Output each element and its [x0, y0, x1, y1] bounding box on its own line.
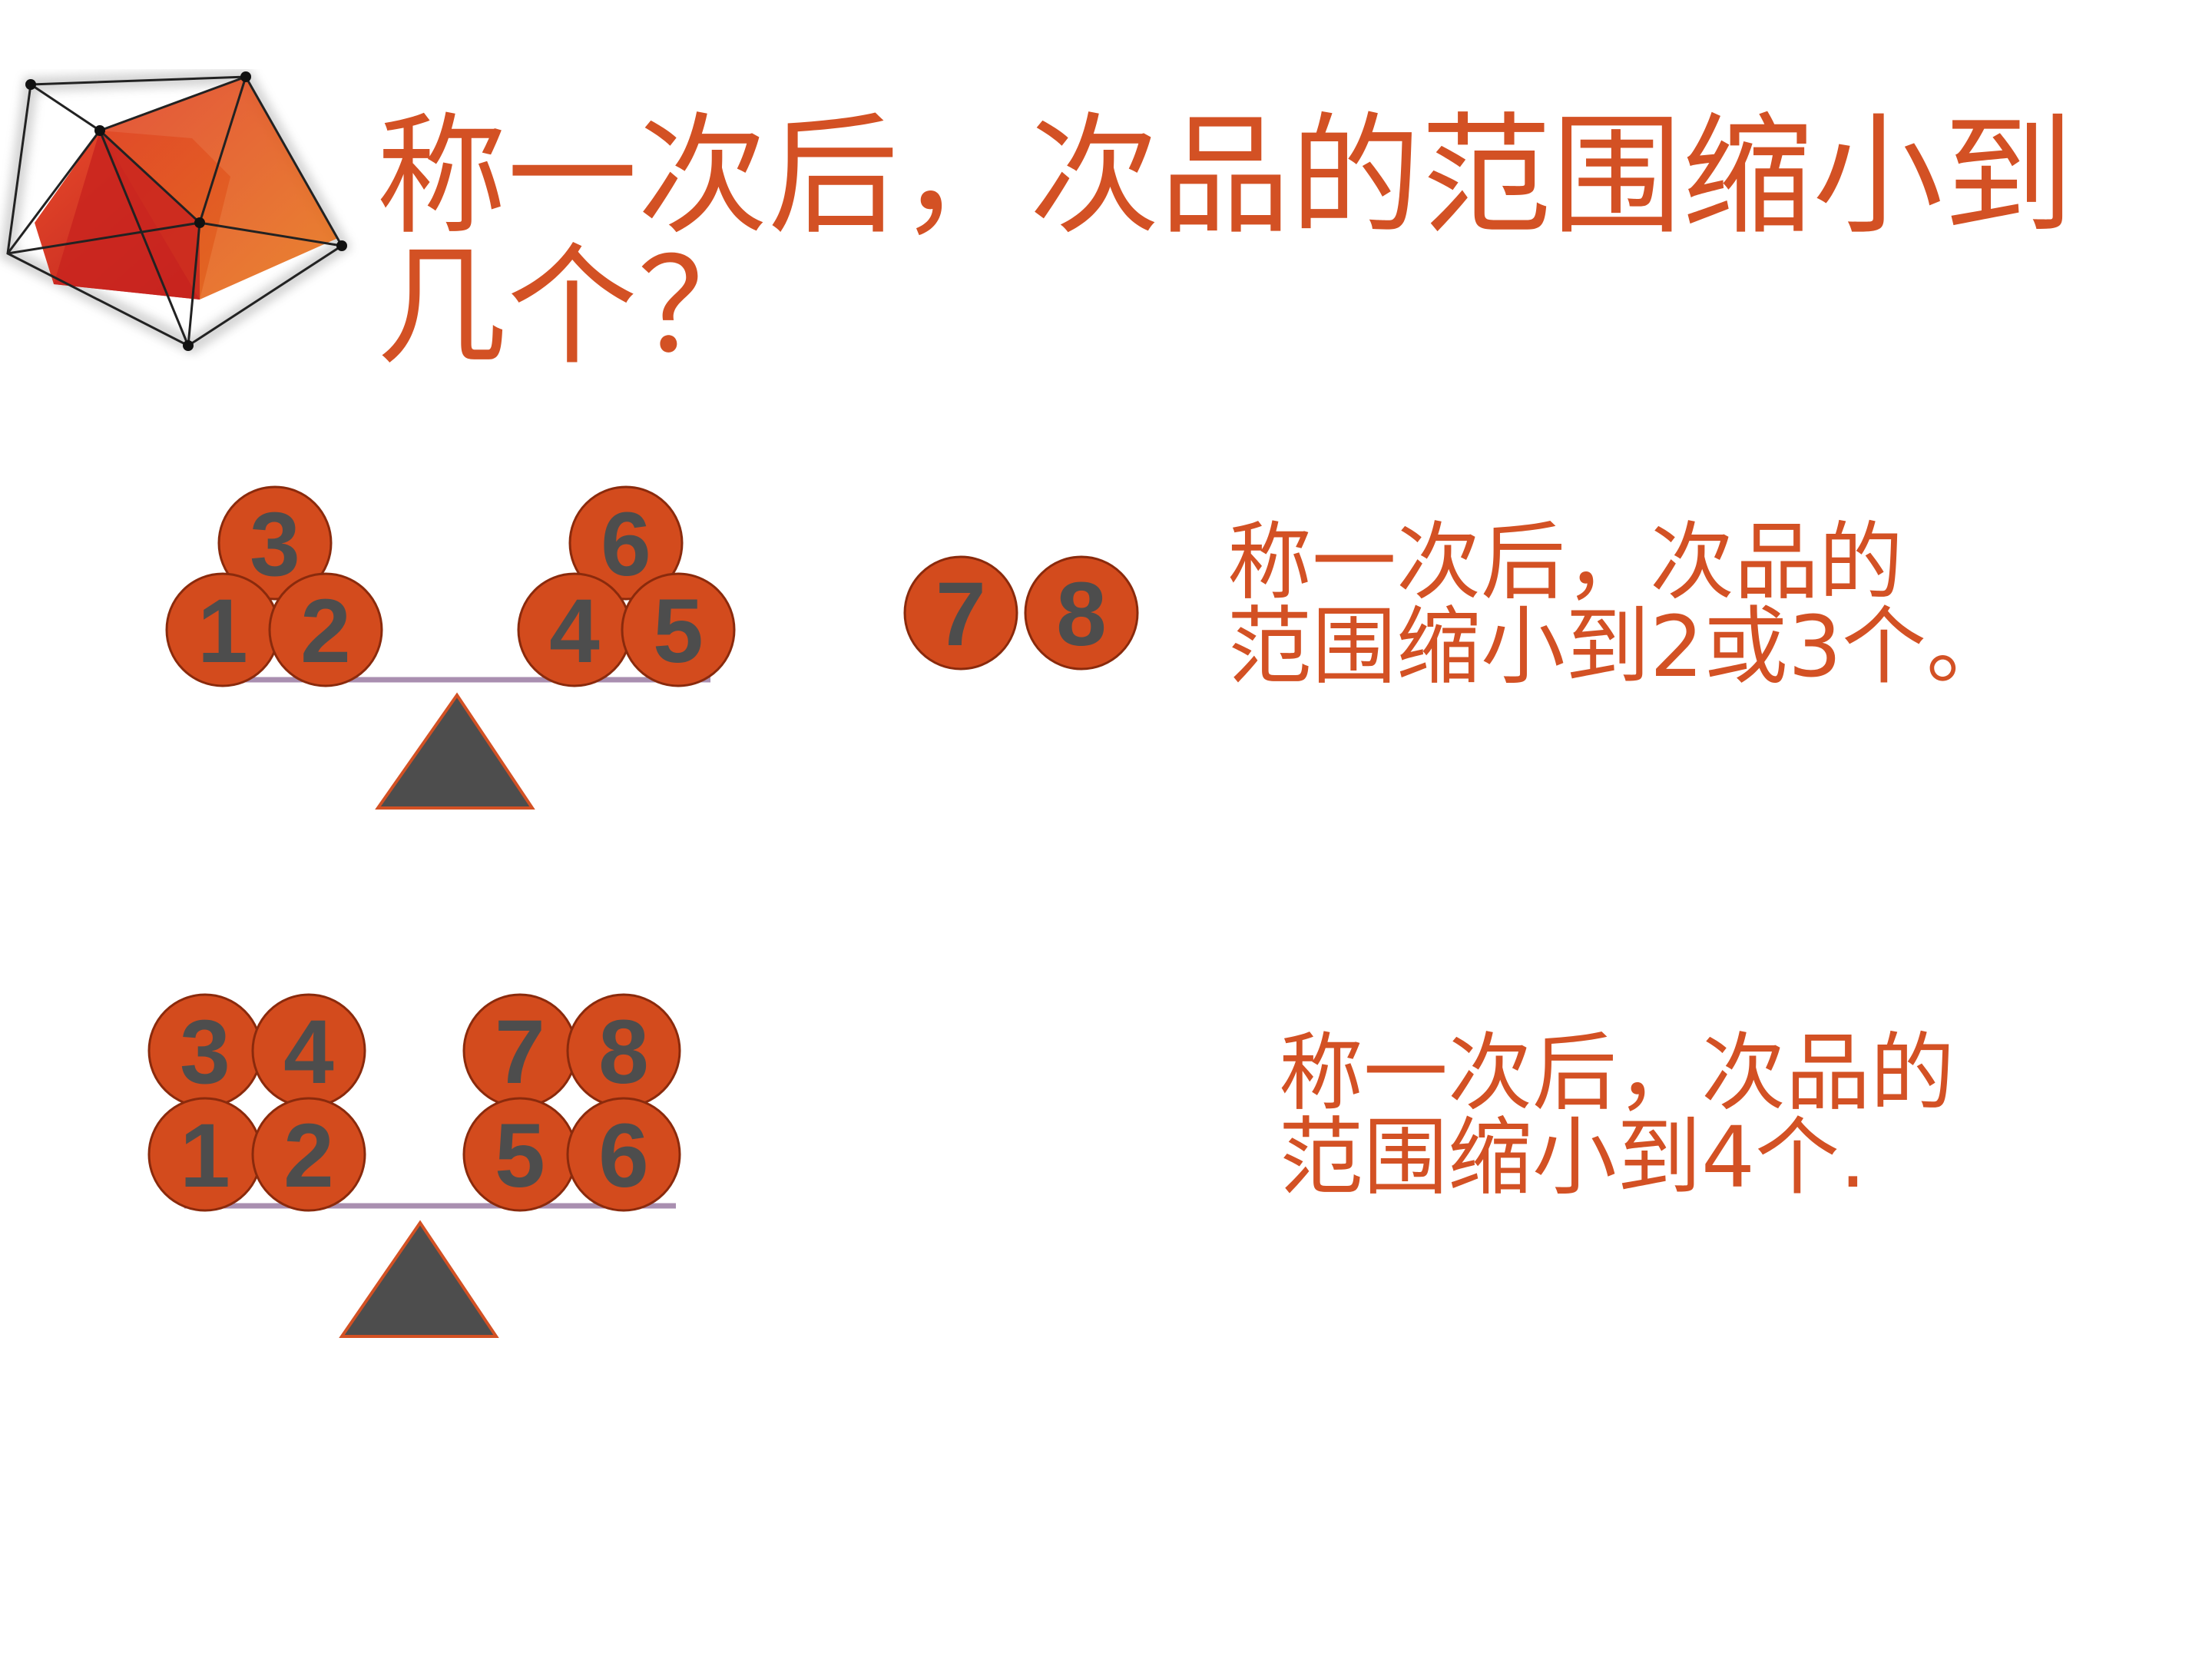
coin-label: 3 — [250, 494, 300, 595]
coin-label: 6 — [601, 494, 651, 595]
coin: 7 — [462, 993, 578, 1108]
coin: 8 — [566, 993, 681, 1108]
balance-scale-1: 3 1 2 6 4 5 7 8 — [165, 485, 1139, 810]
coin: 6 — [566, 1097, 681, 1212]
coin: 3 — [147, 993, 263, 1108]
coin-label: 8 — [1056, 564, 1107, 665]
coin: 4 — [251, 993, 366, 1108]
scale-1-caption: 称一次后，次品的 范围缩小到2或3个。 — [1227, 520, 2011, 689]
coin-label: 7 — [935, 564, 986, 665]
coin-label: 8 — [598, 1002, 649, 1103]
coin-label: 5 — [495, 1105, 545, 1207]
coin-label: 7 — [495, 1002, 545, 1103]
coin-label: 2 — [283, 1105, 334, 1207]
coin: 5 — [621, 572, 736, 687]
title-line-2: 几个？ — [376, 231, 769, 383]
coin-label: 6 — [598, 1105, 649, 1207]
scale-2-caption-line-2: 范围缩小到4个. — [1279, 1108, 1866, 1207]
coin-label: 1 — [197, 581, 248, 682]
scale-2-caption: 称一次后，次品的 范围缩小到4个. — [1279, 1031, 1955, 1200]
coin: 1 — [165, 572, 280, 687]
coin: 1 — [147, 1097, 263, 1212]
scale-1-fulcrum — [375, 692, 535, 810]
coin-label: 5 — [653, 581, 704, 682]
scale-1-caption-line-1: 称一次后，次品的 — [1227, 513, 1903, 611]
coin: 5 — [462, 1097, 578, 1212]
coin: 2 — [251, 1097, 366, 1212]
red-polyhedron-logo-icon — [0, 69, 353, 355]
scale-2-caption-line-1: 称一次后，次品的 — [1279, 1024, 1955, 1122]
coin: 3 — [217, 485, 333, 601]
coin-label: 4 — [549, 581, 600, 682]
scale-1-caption-line-2: 范围缩小到2或3个。 — [1227, 598, 2011, 696]
scale-2-fulcrum — [339, 1220, 499, 1338]
coin: 8 — [1024, 555, 1139, 671]
coin: 2 — [268, 572, 383, 687]
coin: 7 — [903, 555, 1018, 671]
coin-label: 1 — [180, 1105, 230, 1207]
coin-label: 4 — [283, 1002, 334, 1103]
balance-scale-2: 3 4 1 2 7 8 5 6 — [147, 993, 681, 1338]
coin: 4 — [517, 572, 632, 687]
title-line-1: 称一次后，次品的范围缩小到 — [376, 101, 2075, 253]
coin: 6 — [568, 485, 684, 601]
coin-label: 3 — [180, 1002, 230, 1103]
coin-label: 2 — [300, 581, 351, 682]
page-title: 称一次后，次品的范围缩小到 几个？ — [376, 101, 2075, 383]
